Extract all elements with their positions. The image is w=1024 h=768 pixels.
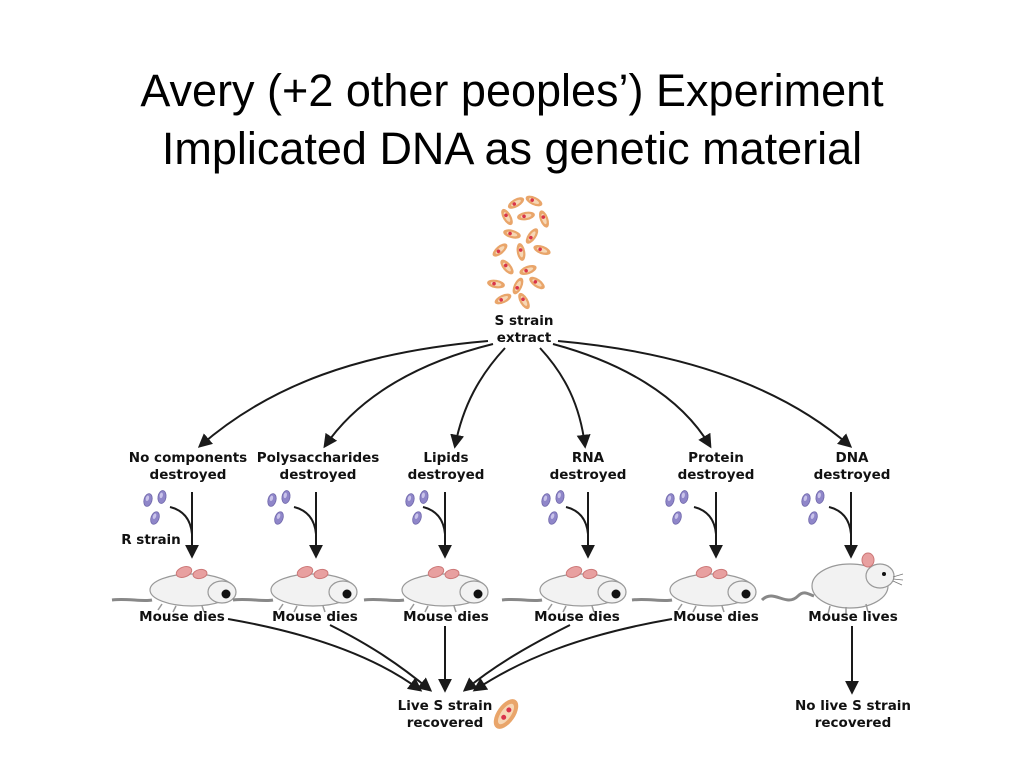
treatment-label-5: Protein destroyed bbox=[677, 450, 755, 483]
result-not-recovered: No live S strain recovered bbox=[794, 698, 912, 731]
injection-arrows bbox=[169, 492, 858, 559]
result-recovered: Live S strain recovered bbox=[397, 698, 493, 731]
mouse-dead-4 bbox=[500, 563, 628, 614]
title-line-1: Avery (+2 other peoples’) Experiment bbox=[140, 65, 884, 116]
s-strain-colony bbox=[486, 193, 552, 311]
treatment-label-6: DNA destroyed bbox=[813, 450, 891, 483]
outcome-label-4: Mouse dies bbox=[534, 609, 620, 625]
title-line-2: Implicated DNA as genetic material bbox=[161, 123, 863, 174]
recovered-s-strain bbox=[493, 699, 519, 729]
outcome-label-6: Mouse lives bbox=[808, 609, 898, 625]
mouse-alive bbox=[760, 551, 905, 617]
outcome-label-3: Mouse dies bbox=[403, 609, 489, 625]
extract-arrows bbox=[197, 340, 853, 449]
r-strain-groups bbox=[141, 489, 826, 526]
slide-title: Avery (+2 other peoples’) Experiment Imp… bbox=[0, 62, 1024, 178]
treatment-label-1: No components destroyed bbox=[128, 450, 248, 483]
outcome-label-1: Mouse dies bbox=[139, 609, 225, 625]
mouse-dead-3 bbox=[362, 563, 490, 614]
treatment-label-2: Polysaccharides destroyed bbox=[256, 450, 380, 483]
treatment-label-4: RNA destroyed bbox=[549, 450, 627, 483]
treatment-label-3: Lipids destroyed bbox=[407, 450, 485, 483]
mouse-dead-2 bbox=[231, 563, 359, 614]
outcome-label-5: Mouse dies bbox=[673, 609, 759, 625]
outcome-label-2: Mouse dies bbox=[272, 609, 358, 625]
outcome-arrows bbox=[227, 618, 859, 695]
mouse-dead-5 bbox=[630, 563, 758, 614]
r-strain-label: R strain bbox=[121, 532, 181, 548]
mouse-dead-1 bbox=[110, 563, 238, 614]
source-label: S strain extract bbox=[494, 313, 554, 346]
